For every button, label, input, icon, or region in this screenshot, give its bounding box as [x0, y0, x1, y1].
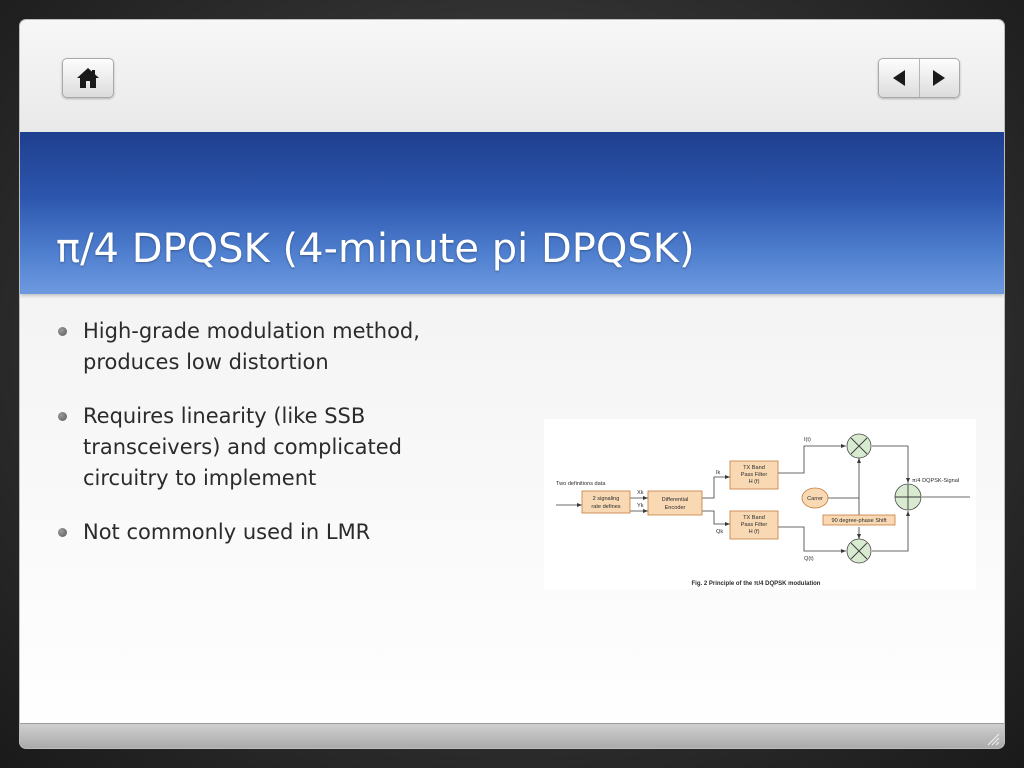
mixer-bottom [846, 538, 872, 564]
bullet-dot-icon [58, 412, 67, 421]
signaling-label-2: rate defines [591, 504, 620, 510]
filter-top-label-1: TX Band [743, 465, 765, 471]
filter-bottom-label-2: Pass Filter [741, 522, 768, 528]
figure-caption: Fig. 2 Principle of the π/4 DQPSK modula… [692, 581, 821, 587]
encoder-label-1: Differential [662, 497, 689, 503]
qt-label: Q(t) [804, 556, 814, 562]
filter-bottom-label-3: H (f) [749, 529, 760, 535]
ik-label: Ik [716, 470, 721, 476]
encoder-label-2: Encoder [665, 505, 686, 511]
top-toolbar [20, 20, 1004, 132]
carrier-oscillator [801, 487, 829, 509]
summer [894, 483, 922, 511]
resize-grip-icon[interactable] [986, 732, 1000, 746]
home-icon [77, 68, 99, 88]
phase-shift-block [822, 514, 896, 526]
it-label: I(t) [804, 437, 811, 443]
title-banner: π/4 DPQSK (4-minute pi DPQSK) [20, 132, 1004, 294]
arrow-left-icon [892, 70, 905, 86]
encoder-block [647, 490, 703, 516]
previous-slide-button[interactable] [879, 59, 920, 97]
bullet-dot-icon [58, 327, 67, 336]
input-label: Two definitions data [556, 481, 606, 487]
filter-block-top [729, 460, 779, 490]
bullet-item: Requires linearity (like SSB transceiver… [56, 401, 456, 494]
slide: π/4 DPQSK (4-minute pi DPQSK) High-grade… [20, 20, 1004, 748]
qk-label: Qk [716, 529, 723, 535]
modulation-diagram: Two definitions data 2 signaling rate de… [544, 419, 976, 589]
filter-top-label-3: H (f) [749, 479, 760, 485]
bottom-status-bar [20, 723, 1004, 748]
next-slide-button[interactable] [920, 59, 960, 97]
xk-label: Xk [637, 490, 644, 496]
diagram-svg: Two definitions data 2 signaling rate de… [556, 433, 970, 587]
signaling-label-1: 2 signaling [593, 496, 620, 502]
bullet-item: Not commonly used in LMR [56, 517, 456, 548]
bullet-item: High-grade modulation method, produces l… [56, 316, 456, 378]
filter-block-bottom [729, 510, 779, 540]
filter-top-label-2: Pass Filter [741, 472, 768, 478]
output-label: π/4 DQPSK-Signal [912, 478, 959, 484]
mixer-top [846, 433, 872, 459]
slide-navigation [878, 58, 960, 98]
bullet-dot-icon [58, 528, 67, 537]
bullet-list: High-grade modulation method, produces l… [56, 316, 456, 571]
filter-bottom-label-1: TX Band [743, 515, 765, 521]
home-button[interactable] [62, 58, 114, 98]
arrow-right-icon [933, 70, 946, 86]
yk-label: Yk [637, 503, 644, 509]
carrier-label: Carrer [807, 496, 823, 502]
slide-title: π/4 DPQSK (4-minute pi DPQSK) [56, 226, 695, 272]
phase-shift-label: 90 degree-phase Shift [831, 518, 886, 524]
signaling-block [581, 490, 631, 514]
